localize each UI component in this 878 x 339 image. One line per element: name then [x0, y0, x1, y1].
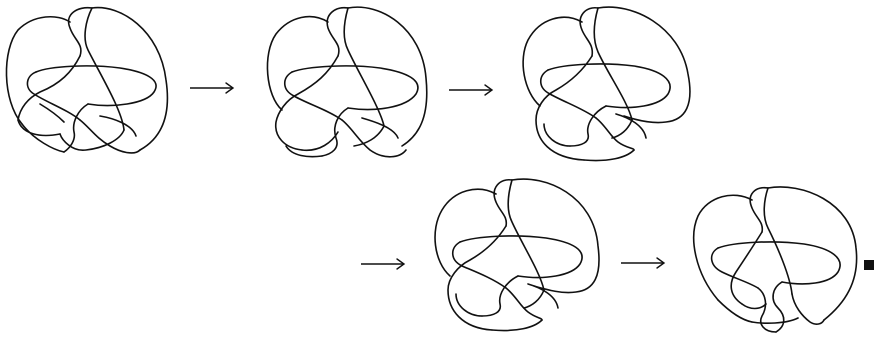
- arrow-4: [621, 258, 664, 268]
- knot-diagram-3: [523, 7, 690, 160]
- knot-diagram-5: [694, 187, 857, 332]
- knot-diagram-1: [6, 8, 167, 153]
- knot-diagram-2: [267, 7, 426, 157]
- arrow-1: [190, 83, 233, 93]
- arrow-3: [361, 259, 404, 269]
- arrow-2: [449, 85, 492, 95]
- knot-diagram-4: [435, 179, 599, 330]
- end-of-proof-mark: [864, 260, 874, 270]
